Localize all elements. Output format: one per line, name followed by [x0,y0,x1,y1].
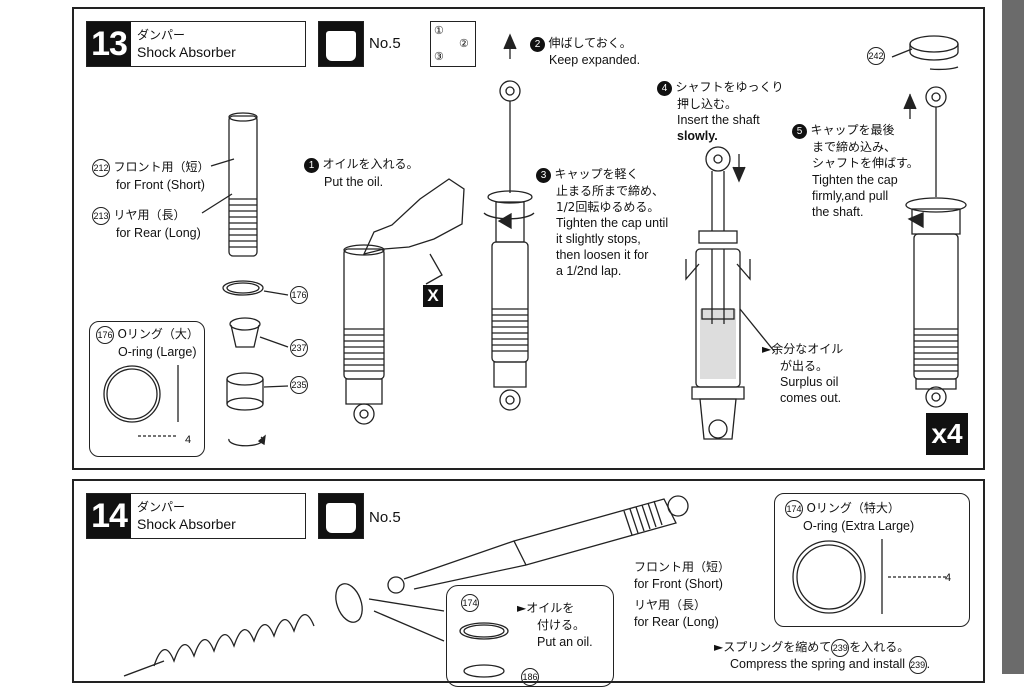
rear-en: for Rear (Long) [634,615,719,629]
step-13-illustration [103,33,967,447]
front-en: for Front (Short) [634,577,723,591]
part-212-en: for Front (Short) [116,178,205,192]
part-212-label: 212 フロント用（短） [92,159,210,177]
step4-en1: Insert the shaft [677,113,760,127]
callout-176: 176 [290,286,308,304]
surplus-jp1: ►余分なオイル [762,342,844,356]
part-213-label: 213 リヤ用（長） [92,207,186,225]
oil-jp2: 付ける。 [537,618,586,632]
oil-jp1: ►オイルを [517,601,575,615]
step-title-jp: ダンパー [137,500,186,514]
step5-jp2: まで締め込み、 [812,140,897,154]
callout-242: 242 [867,47,885,65]
front-jp: フロント用（短） [634,560,731,574]
step4-jp2: 押し込む。 [677,97,738,111]
step3-text: 3 キャップを軽く [536,166,639,183]
step5-en3: the shaft. [812,205,864,219]
quantity-badge: x4 [926,413,968,455]
step4-en2: slowly. [677,129,718,143]
step3-en2: it slightly stops, [556,232,641,246]
step3-jp2: 止まる所まで締め、 [556,184,665,198]
scrollbar[interactable] [1002,0,1024,674]
step-title-jp: ダンパー [137,28,186,42]
callout-237: 237 [290,339,308,357]
oring-large-box: 176 Oリング（大） O-ring (Large) 4 [89,321,205,457]
surplus-jp2: が出る。 [780,359,829,373]
step-14-panel: 14 ダンパー Shock Absorber No.5 174 Oリング（特大）… [72,479,985,687]
surplus-en2: comes out. [780,391,842,405]
step3-en3: then loosen it for [556,248,649,262]
step-13-header: 13 ダンパー Shock Absorber [86,21,306,67]
step-title-en: Shock Absorber [137,516,236,532]
bag-number: No.5 [369,509,401,526]
callout-235: 235 [290,376,308,394]
step3-jp3: 1/2回転ゆるめる。 [556,200,660,214]
step5-en2: firmly,and pull [812,189,889,203]
step-circle-1: 1 [304,158,319,173]
parts-bag-icon [318,21,364,67]
surplus-en1: Surplus oil [780,375,839,389]
rear-jp: リヤ用（長） [634,598,707,612]
step3-en4: a 1/2nd lap. [556,264,622,278]
step1-en: Put the oil. [324,175,384,189]
bag-number: No.5 [369,35,401,52]
step2-en: Keep expanded. [549,53,641,67]
spring-jp-line: ►スプリングを縮めて239を入れる。 [714,639,909,657]
assembly-order-icon: ① ② ③ [430,21,476,67]
step-number: 13 [87,22,131,66]
step4-text: 4 シャフトをゆっくり [657,79,784,96]
step-title-en: Shock Absorber [137,44,236,60]
step-14-header: 14 ダンパー Shock Absorber [86,493,306,539]
step5-jp3: シャフトを伸ばす。 [812,156,919,170]
oil-en: Put an oil. [537,635,593,649]
oring-extra-large-box: 174 Oリング（特大） O-ring (Extra Large) 4 [774,493,970,627]
step5-text: 5 キャップを最後 [792,122,895,139]
step-number: 14 [87,494,131,538]
step3-en1: Tighten the cap until [556,216,669,230]
step2-text: 2 伸ばしておく。 [530,35,632,52]
part-213-en: for Rear (Long) [116,226,201,240]
step-14-illustration [123,495,948,678]
x-mark: X [423,285,443,307]
step5-en1: Tighten the cap [812,173,898,187]
callout-174: 174 [461,594,479,612]
step1-text: 1 オイルを入れる。 [304,156,419,173]
step-13-panel: 13 ダンパー Shock Absorber No.5 ① ② ③ 212 フロ… [72,7,985,470]
parts-bag-icon [318,493,364,539]
